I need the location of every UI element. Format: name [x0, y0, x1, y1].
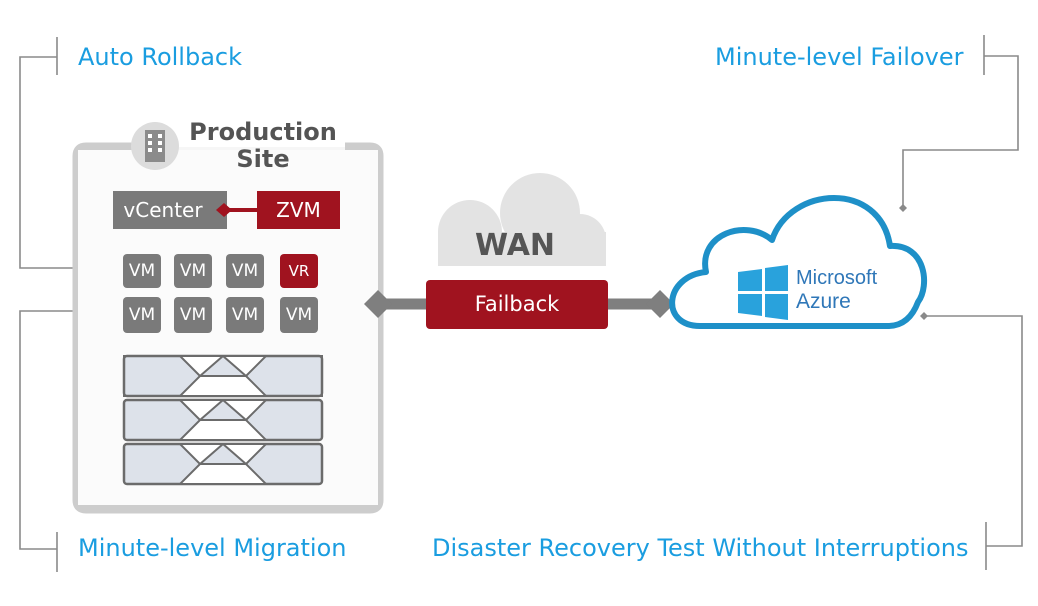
windows-logo-icon — [738, 265, 788, 320]
failback-label: Failback — [474, 292, 560, 316]
callout-minute-migration: Minute-level Migration — [78, 534, 347, 562]
callout-dr-test: Disaster Recovery Test Without Interrupt… — [432, 534, 969, 562]
wan-label: WAN — [474, 228, 556, 263]
vr-label: VR — [288, 262, 310, 280]
azure-cloud — [669, 195, 928, 329]
connector-diamond — [364, 290, 392, 318]
vm-box — [123, 297, 161, 333]
vr-box — [280, 254, 318, 288]
vm-box — [226, 297, 264, 333]
failback-box — [426, 280, 608, 329]
vm-label: VM — [231, 261, 259, 281]
vm-label: VM — [231, 305, 259, 325]
site-title-line2: Site — [236, 145, 290, 173]
vm-label: VM — [179, 305, 207, 325]
vm-box — [226, 254, 264, 288]
connector-diamond — [646, 290, 674, 318]
migration-bracket — [19, 310, 113, 572]
azure-azure-text: Azure — [796, 290, 851, 313]
vm-box — [280, 297, 318, 333]
production-site-title: Production Site — [178, 119, 348, 173]
vm-label: VM — [128, 261, 156, 281]
azure-microsoft-text: Microsoft — [796, 267, 878, 289]
vm-label: VM — [128, 305, 156, 325]
vm-box — [174, 297, 212, 333]
connector-diamond — [216, 203, 232, 217]
dr-test-bracket — [925, 315, 1023, 570]
building-icon — [131, 122, 179, 170]
failover-bracket — [902, 35, 1019, 207]
vcenter-box — [113, 191, 227, 229]
bracket-diamond — [920, 312, 928, 320]
vm-box — [123, 254, 161, 288]
vcenter-label: vCenter — [123, 198, 203, 222]
site-title-line1: Production — [189, 118, 337, 146]
callout-auto-rollback: Auto Rollback — [78, 43, 243, 71]
vm-label: VM — [285, 305, 313, 325]
callout-minute-failover: Minute-level Failover — [715, 43, 964, 71]
zvm-box — [257, 191, 340, 229]
wan-cloud — [438, 173, 606, 266]
vm-box — [174, 254, 212, 288]
auto-rollback-bracket — [19, 37, 113, 269]
zvm-label: ZVM — [276, 198, 321, 222]
bracket-diamond — [899, 204, 907, 212]
vm-label: VM — [179, 261, 207, 281]
